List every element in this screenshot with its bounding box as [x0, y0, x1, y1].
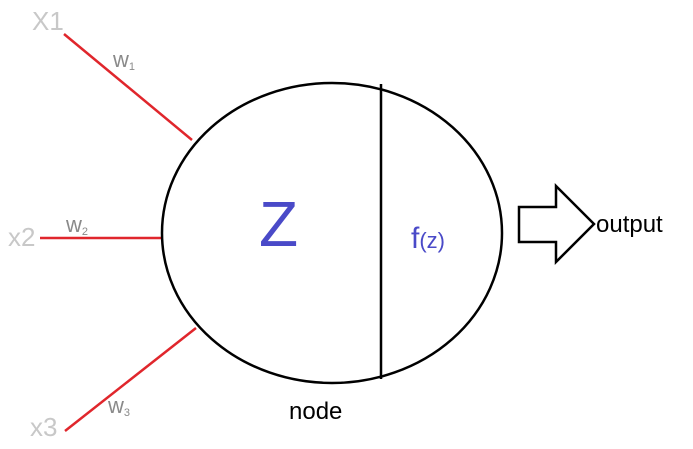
activation-function: f: [411, 222, 420, 255]
sum-label: Z: [259, 188, 298, 260]
output-label: output: [596, 211, 663, 238]
weight-subscript-2: 2: [82, 226, 88, 238]
input-edge-1: [63, 33, 193, 141]
weight-label-w1: w1: [112, 47, 135, 73]
weight-subscript-3: 3: [124, 407, 130, 419]
activation-argument: (z): [419, 228, 445, 253]
activation-label: f(z): [411, 222, 445, 255]
weight-label-w3: w3: [107, 393, 130, 419]
weight-symbol-3: w: [107, 393, 124, 418]
input-label-x1: X1: [32, 6, 64, 36]
node-circle: [160, 81, 504, 385]
input-edge-3: [64, 327, 197, 432]
weight-symbol-1: w: [112, 47, 129, 72]
node-caption: node: [289, 398, 342, 425]
weight-subscript-1: 1: [129, 61, 135, 73]
right-arrow-icon: [517, 182, 596, 266]
input-label-x2: x2: [8, 222, 35, 252]
weight-label-w2: w2: [65, 212, 88, 238]
weight-symbol-2: w: [65, 212, 82, 237]
input-label-x3: x3: [30, 412, 57, 442]
